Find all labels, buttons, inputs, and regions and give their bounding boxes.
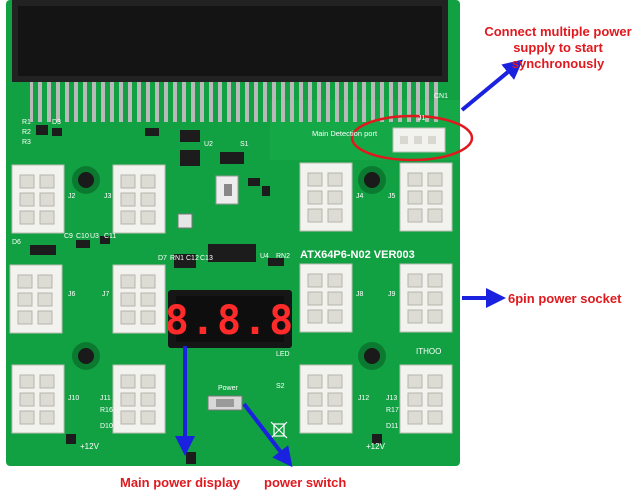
silk-r3: R3 — [22, 139, 31, 146]
silk-c10: C10 — [76, 233, 89, 240]
power-switch[interactable] — [207, 395, 243, 411]
silk-c12: C12 — [186, 255, 199, 262]
silkscreen: CN1 J1 R1 R2 R3 D3 U2 S1 J2 J3 J4 J5 D6 … — [12, 93, 448, 451]
detection-port — [350, 114, 474, 162]
silk-j1: J1 — [418, 115, 426, 122]
silk-cn1: CN1 — [434, 93, 448, 100]
silk-j3: J3 — [104, 193, 112, 200]
silk-r2: R2 — [22, 129, 31, 136]
silk-j9: J9 — [388, 291, 396, 298]
silk-c13: C13 — [200, 255, 213, 262]
edge-connector — [12, 0, 448, 122]
silk-d3: D3 — [52, 119, 61, 126]
socket-pins — [17, 172, 443, 425]
mounting-holes — [72, 166, 386, 370]
smd-components — [30, 125, 284, 268]
socket-annotation: 6pin power socket — [508, 291, 622, 306]
silk-d10: D10 — [100, 423, 113, 430]
silk-d6: D6 — [12, 239, 21, 246]
silk-r16: R16 — [100, 407, 113, 414]
silk-j2: J2 — [68, 193, 76, 200]
display-digits: 8.8.8 — [165, 298, 295, 344]
voltage-left: +12V — [80, 442, 100, 451]
silk-rn2: RN2 — [276, 253, 290, 260]
silk-c11: C11 — [104, 233, 116, 240]
silk-d11: D11 — [386, 423, 398, 430]
silk-d7: D7 — [158, 255, 167, 262]
silk-r1: R1 — [22, 119, 31, 126]
silk-j12: J12 — [358, 395, 369, 402]
seven-segment-display: 8.8.8 — [165, 290, 295, 348]
silk-rn1: RN1 — [170, 255, 184, 262]
display-annotation: Main power display — [120, 475, 240, 490]
silk-u3: U3 — [90, 233, 99, 240]
silk-r17: R17 — [386, 407, 399, 414]
silk-s2: S2 — [276, 383, 285, 390]
silk-j10: J10 — [68, 395, 79, 402]
silk-c9: C9 — [64, 233, 73, 240]
board-model: ATX64P6-N02 VER003 — [300, 249, 415, 261]
recycle-icon — [270, 421, 288, 439]
brand-label: ITHOO — [416, 347, 441, 356]
silk-s1: S1 — [240, 141, 249, 148]
silk-j5: J5 — [388, 193, 396, 200]
sync-annotation: Connect multiple power supply to start s… — [484, 24, 632, 71]
silk-j8: J8 — [356, 291, 364, 298]
switch-annotation: power switch — [264, 475, 347, 490]
annotation-arrows — [175, 59, 524, 468]
silk-j6: J6 — [68, 291, 76, 298]
silk-u4: U4 — [260, 253, 269, 260]
silk-j13: J13 — [386, 395, 397, 402]
detection-port-label: Main Detection port — [312, 129, 378, 138]
silk-j4: J4 — [356, 193, 364, 200]
power-label: Power — [218, 385, 239, 392]
silk-j11: J11 — [100, 395, 111, 402]
silk-u2: U2 — [204, 141, 213, 148]
voltage-right: +12V — [366, 442, 386, 451]
silk-j7: J7 — [102, 291, 110, 298]
led-label: LED — [276, 351, 290, 358]
